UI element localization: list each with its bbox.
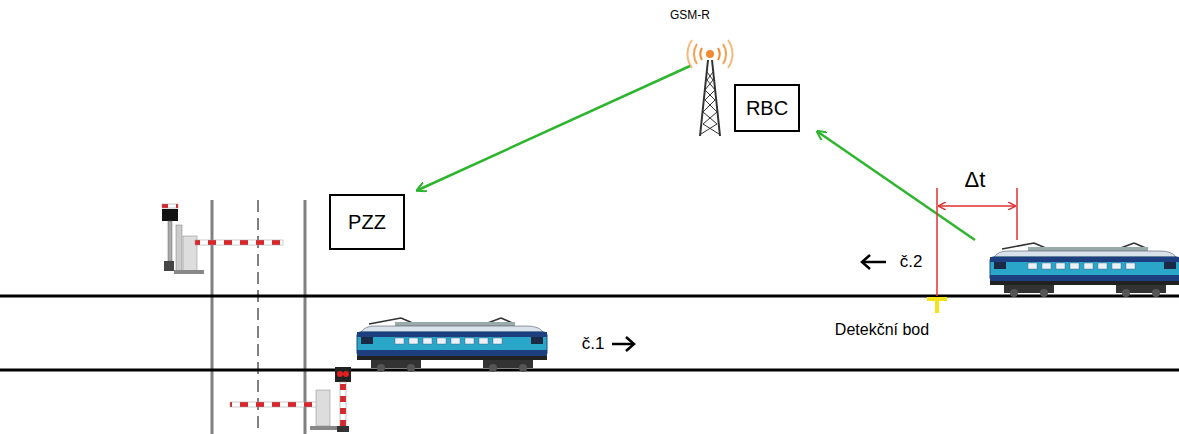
radio-link <box>418 66 690 190</box>
radio-link <box>818 132 975 240</box>
barrier-bottom <box>230 367 351 432</box>
system-box: PZZ <box>329 194 405 250</box>
detection-point <box>927 297 947 313</box>
road-centre <box>257 200 259 434</box>
annotation-label: GSM-R <box>670 9 710 22</box>
annotation-label: Δt <box>965 168 986 192</box>
system-box: RBC <box>734 84 800 132</box>
locomotive <box>990 243 1179 297</box>
road-edge <box>304 200 307 434</box>
box-label: PZZ <box>348 211 386 234</box>
road-edge <box>211 200 214 434</box>
locomotive <box>357 318 547 372</box>
box-label: RBC <box>746 97 788 120</box>
barrier-top <box>162 204 283 274</box>
rail-track <box>0 295 1179 298</box>
annotation-label: č.2 <box>900 253 923 272</box>
annotation-label: Detekční bod <box>835 321 929 339</box>
rail-track <box>0 369 1179 372</box>
annotation-label: č.1 <box>582 335 605 354</box>
gsm-r-antenna <box>687 40 732 136</box>
